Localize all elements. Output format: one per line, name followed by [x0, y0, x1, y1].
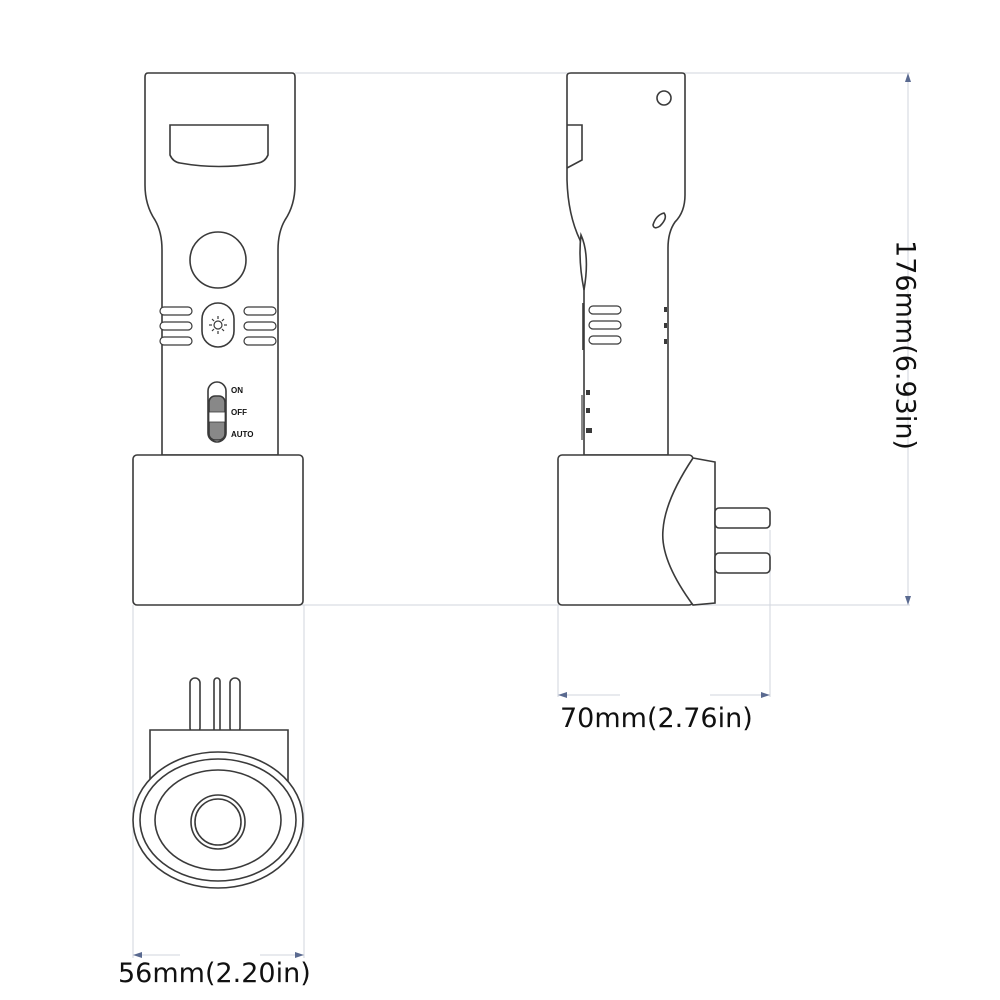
sun-icon [209, 316, 227, 334]
bottom-view [132, 677, 304, 889]
height-dimension-label: 176mm(6.93in) [889, 240, 921, 450]
switch-label-off: OFF [231, 408, 247, 417]
side-view [557, 72, 771, 606]
switch-label-on: ON [231, 386, 243, 395]
mode-switch [207, 381, 227, 443]
depth-dimension-label: 70mm(2.76in) [560, 703, 753, 734]
front-view [132, 72, 304, 606]
switch-label-auto: AUTO [231, 430, 254, 439]
base-block [132, 454, 304, 606]
round-button [189, 231, 247, 289]
width-dimension-label: 56mm(2.20in) [118, 958, 311, 989]
dimension-arrows [133, 73, 911, 958]
dimension-lines [132, 72, 910, 958]
display-window [169, 124, 269, 168]
